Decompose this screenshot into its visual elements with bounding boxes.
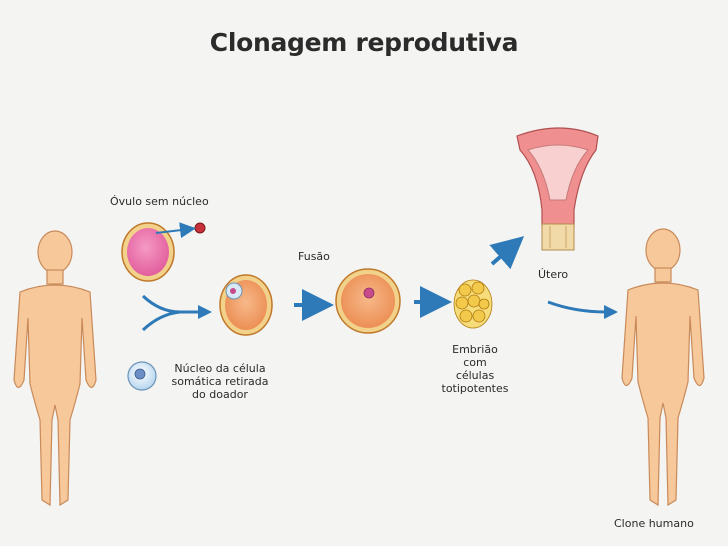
fused-egg [335,268,401,334]
arrow-merge [141,294,200,332]
label-fusion: Fusão [298,250,330,263]
somatic-nucleus [127,361,157,391]
label-embryo: Embrião com células totipotentes [435,343,515,395]
label-somatic-nucleus-line2: somática retirada [171,375,269,388]
uterus-icon [516,127,599,251]
fusing-cell [219,274,273,336]
arrow-remove-nucleus [155,222,196,239]
label-uterus: Útero [538,268,569,281]
arrow-to-uterus [489,236,525,270]
label-embryo-line3: células [455,369,495,382]
label-somatic-nucleus-line3: do doador [192,388,248,401]
label-embryo-line4: totipotentes [441,382,509,395]
label-embryo-line1: Embrião [452,343,498,356]
embryo [453,279,493,329]
diagram-title: Clonagem reprodutiva [209,28,519,57]
egg-without-nucleus [121,222,175,282]
label-clone: Clone humano [614,517,694,530]
label-somatic-nucleus-line1: Núcleo da célula [174,362,266,375]
removed-nucleus [194,222,206,234]
label-somatic-nucleus: Núcleo da célula somática retirada do do… [165,362,275,401]
clone-figure [621,228,705,507]
label-egg-without-nucleus: Óvulo sem núcleo [110,195,209,208]
arrow-to-clone [547,300,607,314]
label-embryo-line2: com [463,356,487,369]
donor-figure [13,230,97,507]
